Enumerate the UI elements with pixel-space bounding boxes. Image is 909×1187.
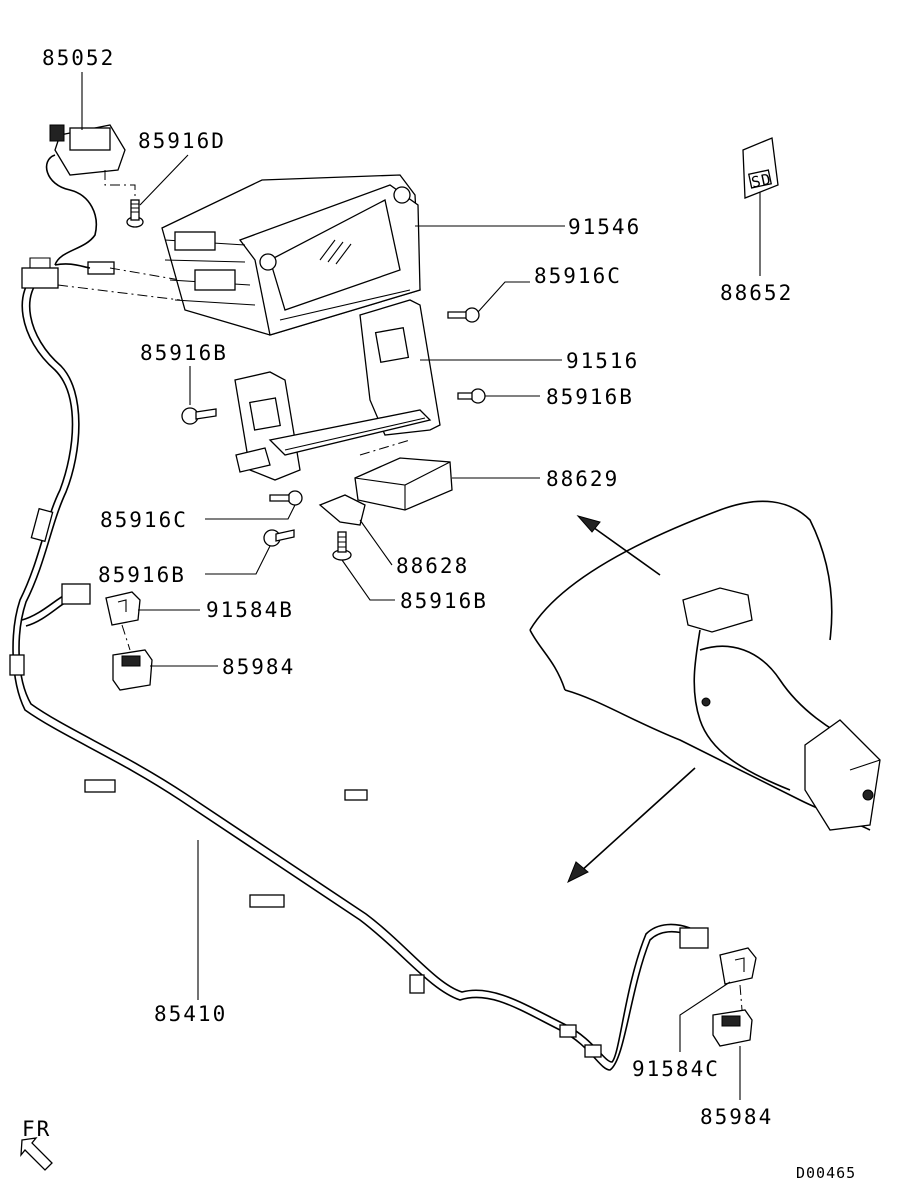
vehicle-inset — [529, 500, 881, 831]
label-85410: 85410 — [154, 1002, 227, 1026]
direction-arrows — [567, 515, 696, 884]
screw-85916B-left — [181, 407, 217, 425]
label-85916D: 85916D — [138, 129, 226, 153]
part-91516-brackets — [234, 299, 441, 481]
label-91584B: 91584B — [206, 598, 294, 622]
leader-lines — [81, 72, 761, 1100]
screw-85916D — [126, 199, 144, 228]
diagram-code: D00465 — [796, 1164, 856, 1182]
part-85052 — [45, 124, 181, 301]
part-91584B — [105, 591, 141, 651]
screw-85916B-bottom — [332, 531, 352, 561]
label-88652: 88652 — [720, 281, 793, 305]
part-88628-bracket — [318, 494, 366, 526]
part-91584C — [679, 927, 757, 1011]
part-88629-module — [354, 439, 453, 511]
part-labels: 85052 85916D 91546 85916C 88652 85916B 9… — [22, 46, 856, 1182]
wiring-harness — [9, 257, 691, 1071]
part-85984-right — [712, 1009, 753, 1047]
part-85984-left — [112, 649, 153, 691]
label-fr: FR — [22, 1117, 51, 1141]
label-85052: 85052 — [42, 46, 115, 70]
label-88629: 88629 — [546, 467, 619, 491]
label-85916C-top: 85916C — [534, 264, 622, 288]
label-85916B-low: 85916B — [98, 563, 186, 587]
label-85916C-mid: 85916C — [100, 508, 188, 532]
label-91516: 91516 — [566, 349, 639, 373]
screw-85916B-low — [263, 529, 295, 547]
part-91546-head-unit — [161, 174, 421, 336]
label-91546: 91546 — [568, 215, 641, 239]
screw-85916B-right — [457, 388, 486, 404]
front-direction-indicator — [20, 1137, 53, 1171]
label-85916B-left: 85916B — [140, 341, 228, 365]
screw-85916C-mid — [269, 490, 303, 506]
label-85984-left: 85984 — [222, 655, 295, 679]
label-88628: 88628 — [396, 554, 469, 578]
label-85916B-bottom: 85916B — [400, 589, 488, 613]
label-91584C: 91584C — [632, 1057, 720, 1081]
screw-85916C-top — [447, 307, 480, 323]
label-85916B-right: 85916B — [546, 385, 634, 409]
sd-card-text: SD — [750, 170, 773, 192]
part-88652-sd-card: SD — [742, 137, 779, 199]
label-85984-right: 85984 — [700, 1105, 773, 1129]
